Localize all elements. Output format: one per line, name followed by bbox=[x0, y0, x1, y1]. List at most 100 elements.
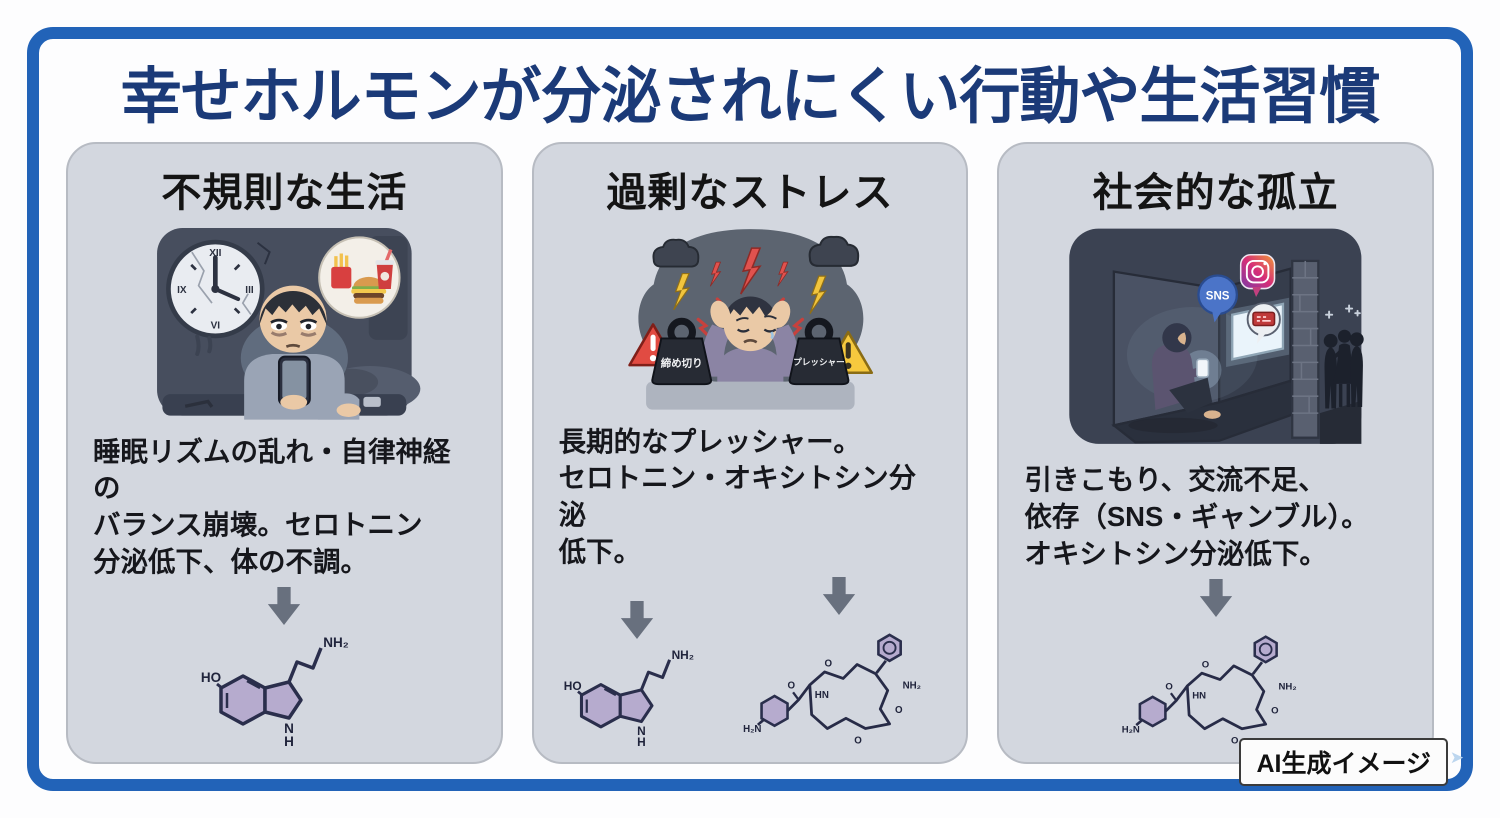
storm-cloud-right bbox=[808, 235, 859, 267]
eye-bags bbox=[270, 331, 317, 337]
down-arrow-icon bbox=[268, 587, 301, 625]
pressure-weight: プレッシャー bbox=[788, 317, 850, 386]
panel-title: 過剰なストレス bbox=[606, 171, 894, 215]
svg-text:SNS: SNS bbox=[1206, 290, 1230, 302]
svg-text:HN: HN bbox=[1192, 691, 1206, 702]
irregular-life-illustration: XII III VI IX bbox=[157, 228, 421, 420]
smartphone bbox=[1196, 358, 1210, 378]
frown bbox=[742, 339, 758, 344]
notification-bubble bbox=[1247, 302, 1282, 344]
ai-generated-badge: AI生成イメージ bbox=[1239, 738, 1448, 786]
oxytocin-group: H₂N O O HN NH₂ O O bbox=[739, 577, 939, 748]
svg-text:NH₂: NH₂ bbox=[672, 648, 694, 662]
svg-text:O: O bbox=[1231, 735, 1239, 746]
down-arrow-icon bbox=[620, 601, 654, 639]
face bbox=[1178, 332, 1187, 345]
svg-text:O: O bbox=[854, 735, 862, 746]
cracked-clock: XII III VI IX bbox=[166, 239, 271, 356]
hand-on-head bbox=[710, 300, 731, 328]
charger bbox=[363, 396, 381, 407]
hand bbox=[280, 394, 308, 410]
svg-text:H₂N: H₂N bbox=[1121, 724, 1139, 735]
dripping-paint bbox=[195, 334, 213, 356]
svg-text:プレッシャー: プレッシャー bbox=[793, 356, 844, 367]
panel-title: 不規則な生活 bbox=[161, 171, 408, 215]
svg-text:IX: IX bbox=[177, 285, 187, 296]
svg-text:O: O bbox=[1271, 705, 1279, 716]
serotonin-structure-icon: HO NH₂ N H bbox=[201, 635, 350, 748]
molecule-row: HO NH₂ N H bbox=[68, 581, 501, 762]
svg-text:O: O bbox=[1165, 682, 1173, 693]
sweater bbox=[716, 347, 784, 389]
svg-text:H₂N: H₂N bbox=[743, 724, 761, 735]
svg-text:NH₂: NH₂ bbox=[903, 681, 921, 692]
svg-text:O: O bbox=[1201, 660, 1209, 671]
serotonin-group: HO NH₂ N H bbox=[195, 587, 373, 748]
panels-row: 不規則な生活 XII III VI IX bbox=[66, 142, 1435, 764]
svg-text:O: O bbox=[825, 658, 833, 669]
svg-text:N: N bbox=[284, 721, 294, 736]
svg-text:N: N bbox=[637, 724, 646, 738]
svg-text:H: H bbox=[637, 735, 646, 748]
oxytocin-structure-icon: H₂N O O HN NH₂ O O bbox=[1121, 635, 1296, 746]
stressed-person bbox=[701, 296, 799, 389]
tired-person bbox=[240, 285, 361, 420]
panel-description: 長期的なプレッシャー。 セロトニン・オキシトシン分泌 低下。 bbox=[558, 425, 917, 568]
panel-irregular-life: 不規則な生活 XII III VI IX bbox=[66, 142, 503, 764]
talking-silhouettes bbox=[1324, 329, 1365, 409]
instagram-icon bbox=[1240, 253, 1276, 298]
panel-excessive-stress: 過剰なストレス bbox=[531, 142, 969, 764]
molecule-row: HO NH₂ N H bbox=[534, 571, 967, 762]
serotonin-group: HO NH₂ N H bbox=[561, 601, 713, 748]
panel-description: 引きこもり、交流不足、 依存（SNS・ギャンブル）。 オキシトシン分泌低下。 bbox=[1024, 464, 1369, 570]
svg-text:O: O bbox=[895, 705, 903, 716]
bent-legs bbox=[1169, 377, 1213, 414]
hand-on-head bbox=[769, 300, 790, 328]
excessive-stress-illustration: 締め切り プレッシャー bbox=[627, 229, 873, 410]
desk-clutter bbox=[184, 399, 214, 408]
svg-text:NH₂: NH₂ bbox=[1278, 682, 1296, 693]
desk bbox=[645, 381, 855, 410]
svg-text:締め切り: 締め切り bbox=[660, 356, 702, 369]
hair bbox=[259, 291, 327, 325]
hair bbox=[723, 296, 777, 324]
svg-text:NH₂: NH₂ bbox=[324, 635, 350, 650]
page-title: 幸せホルモンが分泌されにくい行動や生活習慣 bbox=[120, 62, 1381, 130]
svg-text:HN: HN bbox=[815, 690, 829, 701]
blue-border-frame bbox=[27, 27, 1473, 791]
svg-text:VI: VI bbox=[211, 321, 221, 332]
svg-text:HO: HO bbox=[564, 679, 582, 693]
down-arrow-icon bbox=[1199, 579, 1232, 617]
outside-floor bbox=[1320, 400, 1362, 444]
brick-wall bbox=[1291, 259, 1320, 439]
panel-description: 睡眠リズムの乱れ・自律神経の バランス崩壊。セロトニン 分泌低下、体の不調。 bbox=[93, 435, 451, 578]
deadline-weight: 締め切り bbox=[650, 317, 712, 386]
serotonin-structure-icon: HO NH₂ N H bbox=[564, 648, 694, 748]
wall-crack bbox=[256, 241, 271, 265]
oxytocin-structure-icon: H₂N O O HN NH₂ O O bbox=[743, 633, 921, 746]
svg-text:H: H bbox=[284, 734, 294, 748]
closed-eyes bbox=[736, 328, 777, 333]
svg-text:III: III bbox=[245, 285, 254, 296]
svg-text:HO: HO bbox=[201, 670, 221, 685]
foot bbox=[1204, 410, 1222, 419]
burger-icon bbox=[351, 276, 387, 304]
down-arrow-icon bbox=[822, 577, 856, 615]
soda-cup-icon bbox=[375, 248, 395, 289]
panel-social-isolation: 社会的な孤立 bbox=[997, 142, 1435, 764]
isolated-person bbox=[1128, 323, 1222, 434]
fries-icon bbox=[331, 253, 352, 289]
svg-text:XII: XII bbox=[209, 248, 221, 259]
sweat-drop bbox=[769, 331, 774, 340]
oxytocin-group: H₂N O O HN NH₂ O O bbox=[1118, 579, 1314, 748]
social-isolation-illustration: SNS bbox=[1069, 228, 1365, 444]
molecule-row: H₂N O O HN NH₂ O O bbox=[999, 573, 1432, 762]
panel-title: 社会的な孤立 bbox=[1092, 171, 1339, 215]
head bbox=[1162, 323, 1192, 353]
chat-marks bbox=[1325, 304, 1362, 319]
sns-speech-bubble: SNS bbox=[1197, 274, 1239, 323]
crack bbox=[191, 251, 213, 304]
arrow-decoration-icon: ➤ bbox=[1449, 748, 1464, 767]
svg-text:O: O bbox=[787, 681, 795, 692]
